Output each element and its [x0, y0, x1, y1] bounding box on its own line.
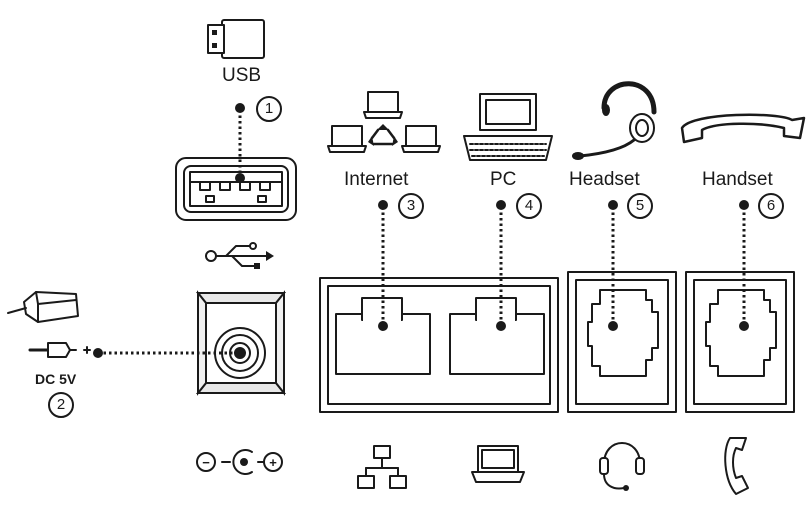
ethernet-ports-block [319, 277, 559, 413]
number-badge-1: 1 [256, 96, 282, 122]
usb-label: USB [222, 65, 262, 86]
number-badge-4: 4 [516, 193, 542, 219]
lan-topology-icon [357, 445, 407, 489]
network-computers-icon [327, 91, 441, 153]
handset-symbol-icon [724, 437, 749, 495]
number-badge-2: 2 [48, 392, 74, 418]
headset-symbol-icon [599, 442, 645, 491]
power-adapter-icon [7, 291, 79, 323]
usb-port [175, 157, 297, 221]
pc-label: PC [490, 169, 517, 190]
connector-usb [235, 103, 245, 183]
polarity-symbol-icon: − + [196, 449, 283, 475]
handset-icon [680, 113, 806, 144]
connector-handset [739, 200, 749, 331]
dc-plug-icon [28, 342, 91, 358]
connector-pc [496, 200, 506, 331]
connector-power [93, 348, 245, 358]
internet-label: Internet [344, 169, 409, 190]
desktop-computer-icon [463, 93, 553, 161]
svg-text:+: + [269, 455, 277, 470]
power-jack [195, 290, 287, 396]
handset-port [685, 271, 795, 413]
svg-text:−: − [202, 455, 210, 470]
number-badge-5: 5 [627, 193, 653, 219]
connector-headset [608, 200, 618, 331]
headset-label: Headset [569, 169, 640, 190]
number-badge-6: 6 [758, 193, 784, 219]
laptop-icon [471, 445, 525, 483]
handset-label: Handset [702, 169, 773, 190]
number-badge-3: 3 [398, 193, 424, 219]
connector-internet [378, 200, 388, 331]
headset-port [567, 271, 677, 413]
usb-symbol-icon [205, 242, 274, 269]
usb-stick-icon [207, 19, 265, 59]
headset-icon [572, 81, 657, 160]
dc-label: DC 5V [35, 371, 77, 387]
